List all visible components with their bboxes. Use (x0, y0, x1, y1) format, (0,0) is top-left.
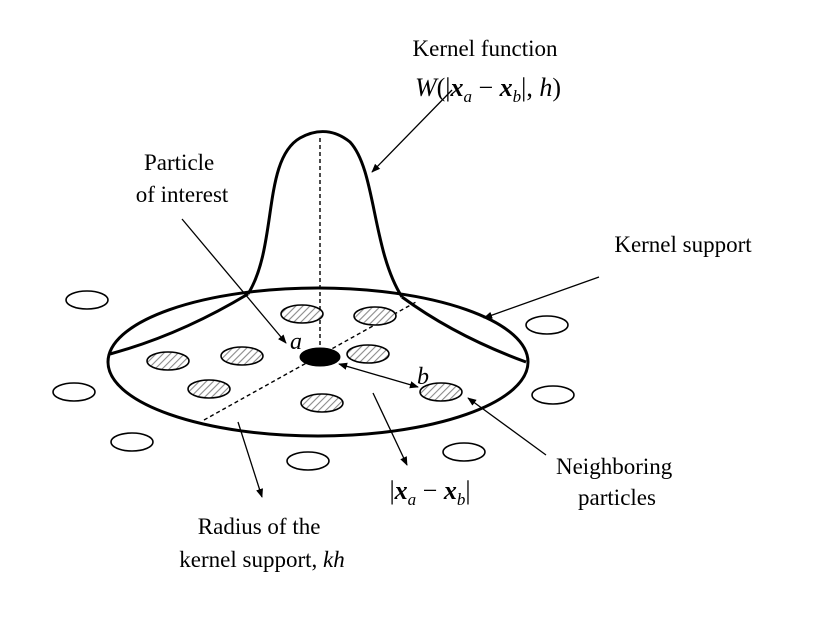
particle-a-label: a (290, 329, 302, 355)
outer-particle (442, 442, 486, 462)
kernel-support-arrow (483, 276, 600, 319)
neighboring-particles-label: Neighboring particles (556, 454, 678, 510)
neighbor-particle (300, 393, 344, 413)
outer-particles (52, 290, 575, 471)
kernel-function-formula: W(|xa − xb|, h) (415, 73, 561, 106)
radius-arrow (237, 421, 263, 498)
neighbor-particle (280, 304, 324, 324)
neighbor-particle (146, 351, 190, 371)
distance-double-arrow (338, 362, 419, 389)
particle-of-interest-arrow (181, 218, 287, 344)
outer-particle (52, 382, 96, 402)
particle-of-interest (299, 347, 341, 367)
outer-particle (525, 315, 569, 335)
distance-label-arrow (372, 392, 408, 466)
kernel-function-arrow (371, 89, 453, 173)
kernel-surface-right-curve (401, 295, 527, 364)
particle-b-label: b (417, 364, 429, 390)
neighbor-particle (353, 306, 397, 326)
outer-particle (531, 385, 575, 405)
neighbor-particle (187, 379, 231, 399)
kernel-function-curve (246, 130, 404, 298)
neighboring-particles-arrow (467, 397, 547, 456)
neighbor-particle-b (419, 382, 463, 402)
outer-particle (286, 451, 330, 471)
annotation-arrows (181, 89, 600, 498)
particle-of-interest-label: Particle of interest (136, 150, 229, 207)
kernel-surface-left-curve (109, 292, 249, 356)
kernel-support-label: Kernel support (614, 232, 752, 257)
neighbor-particles (146, 304, 463, 413)
radius-label: Radius of the kernel support, kh (179, 514, 344, 572)
outer-particle (65, 290, 109, 310)
neighbor-particle (346, 344, 390, 364)
neighbor-particle (220, 346, 264, 366)
distance-formula: |xa − xb| (389, 476, 470, 509)
outer-particle (110, 432, 154, 452)
kernel-function-label: Kernel function (413, 36, 558, 61)
